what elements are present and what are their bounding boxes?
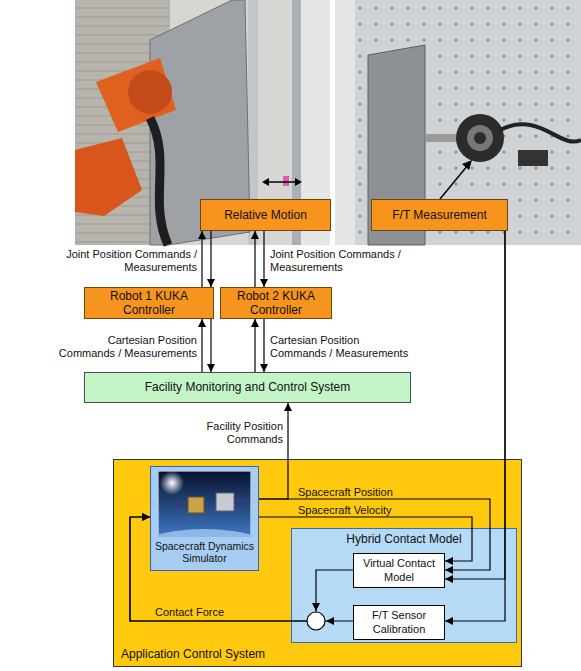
ft-sensor-hub [474,132,486,144]
ft-sensor [456,114,504,162]
process-box: Virtual Contact Model [353,553,445,588]
signal-connector [259,499,490,570]
signal-label: Spacecraft Position [298,486,418,499]
sun-glow [160,471,184,495]
signal-connector [201,231,202,287]
right-photo [335,0,581,245]
controller-box: Robot 1 KUKA Controller [84,287,214,319]
signal-connector [259,517,472,561]
system-box: Facility Monitoring and Control System [84,372,411,403]
solar-panel [174,501,187,508]
motion-arrow-head [262,178,269,186]
simulator-box: Spacecraft Dynamics Simulator [150,466,259,571]
signal-connector [445,231,505,579]
space-background [158,471,251,537]
process-box: Relative Motion [200,199,331,231]
solar-panel [235,498,248,506]
robot-cable [150,118,168,245]
sensor-cable [500,124,581,141]
spacecraft-picture [158,471,251,537]
node-label: Application Control System [121,647,265,661]
process-box: F/T Measurement [371,199,508,231]
robot-base [75,138,142,216]
node-label: Robot 2 KUKA Controller [231,289,321,318]
node-label: Robot 1 KUKA Controller [104,289,194,318]
controller-box: Robot 2 KUKA Controller [220,287,332,319]
node-label: Relative Motion [224,208,307,222]
earth-limb [158,529,251,537]
signal-label: Cartesian Position Commands / Measuremen… [57,334,197,360]
signal-label: Joint Position Commands / Measurements [57,248,197,274]
leader-line [440,165,468,199]
photo-background [75,0,330,245]
robot-joint [128,70,172,114]
frame-post [335,0,355,245]
leader-arrow-head [462,160,472,170]
spacecraft-body [216,493,234,511]
ft-sensor-ring [467,125,493,151]
node-label: Hybrid Contact Model [346,532,461,546]
signal-label: Contact Force [155,606,245,619]
signal-connector [130,517,353,621]
node-label: F/T Measurement [392,208,486,222]
signal-label: Joint Position Commands / Measurements [270,248,410,274]
signal-connector [201,319,202,372]
signal-connector [445,231,505,621]
spacecraft-body [188,497,204,513]
node-label: Virtual Contact Model [356,557,442,583]
signal-connector [130,517,353,621]
signal-connector [254,231,255,287]
marker [283,176,289,186]
signal-connector [263,319,264,372]
photo-background [335,0,581,245]
signal-connector [254,319,255,372]
signal-label: Cartesian Position Commands / Measuremen… [270,334,410,360]
signal-connector [263,231,264,287]
process-box: F/T Sensor Calibration [353,605,445,640]
robot-arm [96,58,176,132]
signal-label: Spacecraft Velocity [298,504,418,517]
signal-connector [210,319,211,372]
node-label: Spacecraft Dynamics Simulator [153,540,257,565]
signal-label: Facility Position Commands [186,420,283,446]
signal-connector [210,231,211,287]
node-label: Facility Monitoring and Control System [145,380,350,394]
motion-arrow-head [295,178,302,186]
left-photo [75,0,330,245]
connector-box [518,150,548,166]
node-label: F/T Sensor Calibration [356,609,442,635]
motion-arrow [266,181,298,183]
model-group: Hybrid Contact ModelVirtual Contact Mode… [291,528,517,643]
signal-connector [259,403,288,499]
